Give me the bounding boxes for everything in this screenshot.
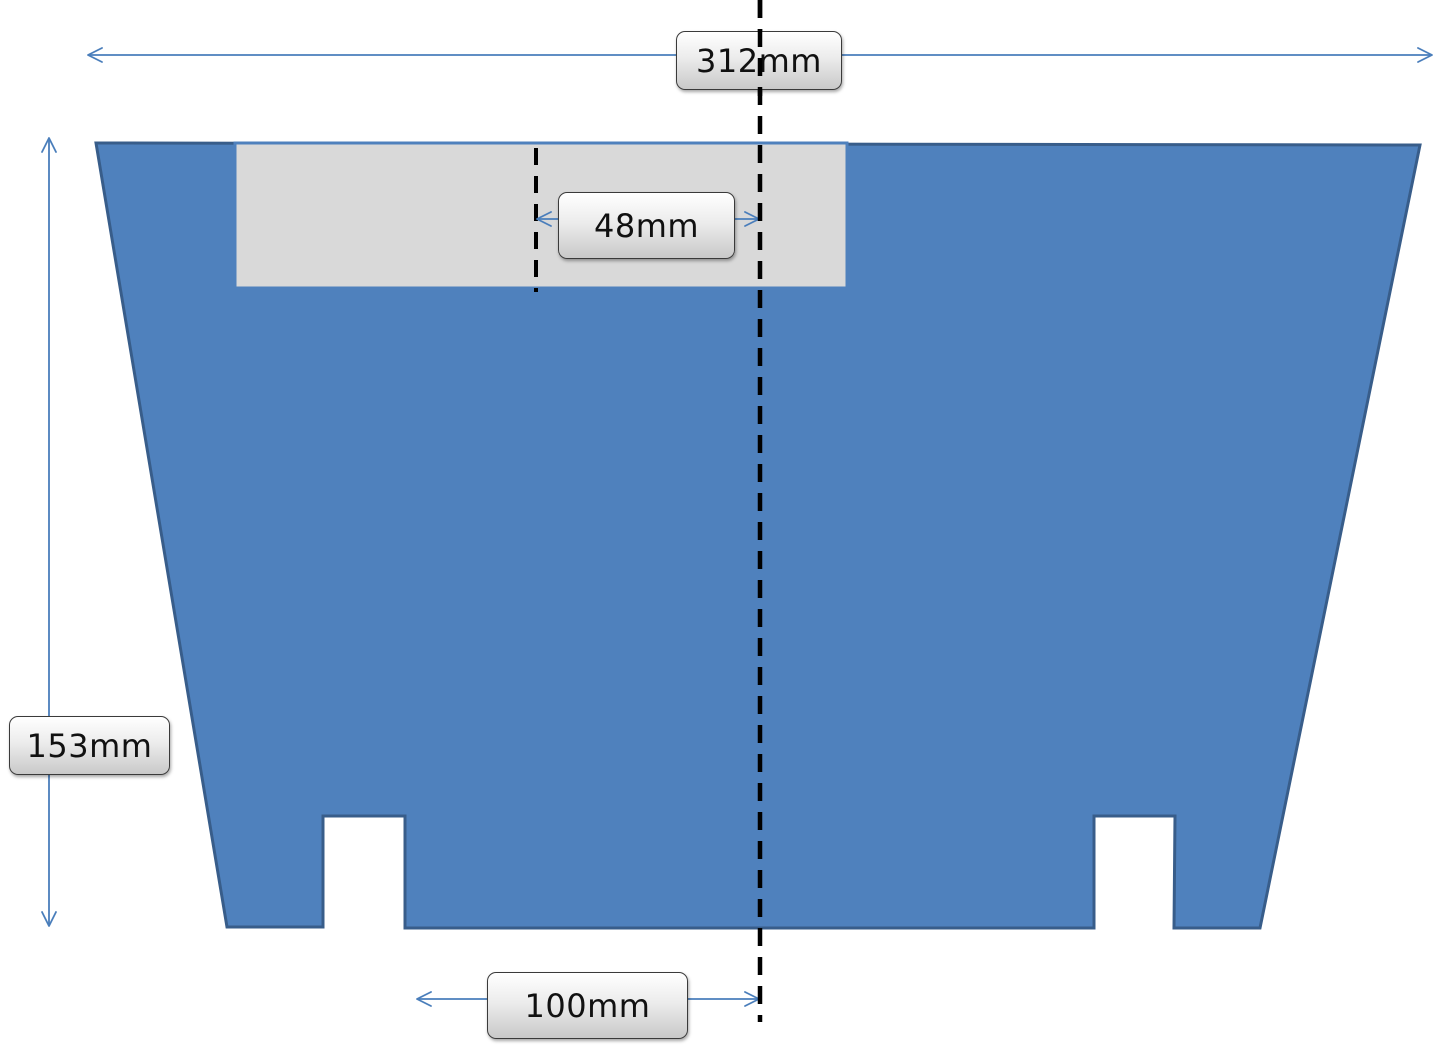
height-label: 153mm <box>9 716 170 775</box>
top-cutout <box>233 141 849 290</box>
bottom-offset-label: 100mm <box>487 972 688 1039</box>
width-label: 312mm <box>676 31 842 90</box>
cutout-offset-label: 48mm <box>558 192 735 259</box>
